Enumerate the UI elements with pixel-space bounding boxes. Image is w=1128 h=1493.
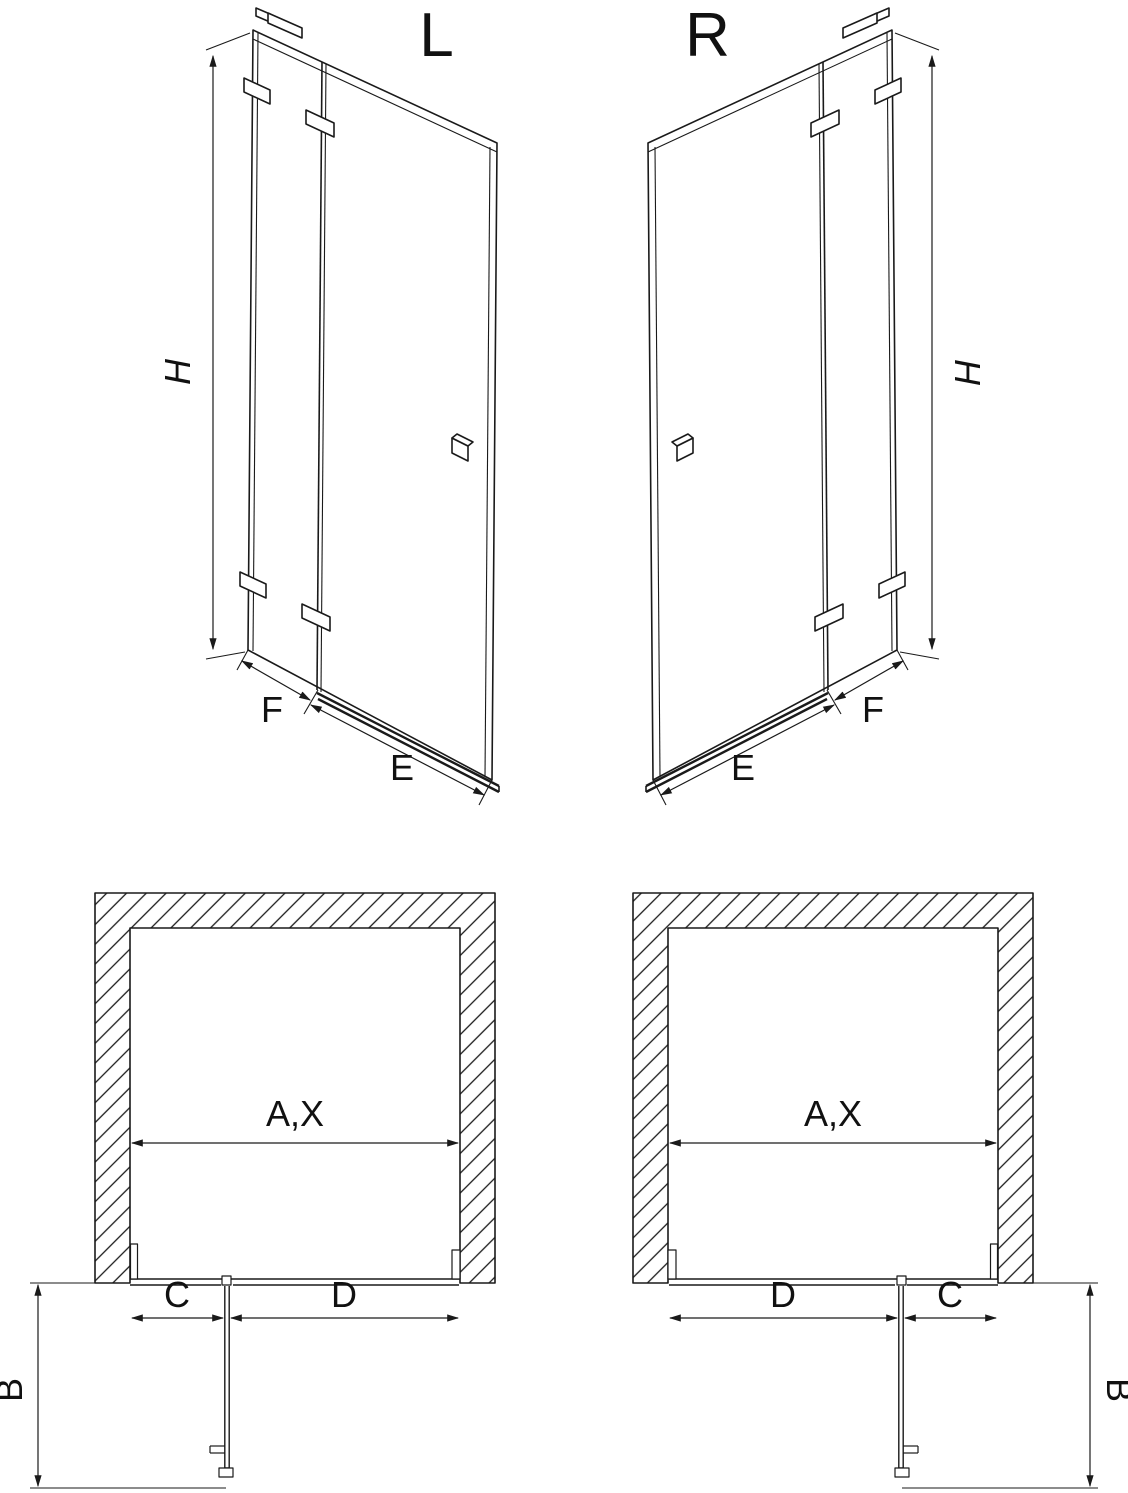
hatched-wall [632, 892, 1034, 1284]
open-door-panel [209, 1286, 234, 1478]
dim-label-d-right: D [770, 1274, 796, 1315]
variant-label-right: R [685, 1, 731, 70]
door-hinge [221, 1275, 232, 1286]
right-plan-view [632, 892, 1098, 1489]
door-handle [903, 1445, 919, 1454]
dim-label-height-left: H [157, 358, 198, 385]
door-foot-profile [894, 1467, 910, 1478]
open-door-panel [894, 1286, 919, 1478]
variant-label-left: L [419, 1, 454, 70]
wall-profile-left [129, 1243, 139, 1280]
left-plan-view [30, 892, 496, 1489]
wall-profile-left [667, 1249, 677, 1280]
dim-label-fixed-right: F [862, 689, 884, 730]
threshold-line [130, 1278, 459, 1286]
dim-label-opening-right: A,X [804, 1093, 862, 1134]
dim-label-door-right: E [731, 747, 755, 788]
dim-label-b-left: B [0, 1378, 30, 1402]
dim-label-opening-left: A,X [266, 1093, 324, 1134]
hatched-wall [94, 892, 496, 1284]
dim-label-d-left: D [331, 1274, 357, 1315]
wall-profile-right [451, 1249, 461, 1280]
labels: L R H F E H F E A,X C D B A,X D C B [0, 1, 1128, 1402]
door-hinge [896, 1275, 907, 1286]
dim-label-c-left: C [164, 1274, 190, 1315]
b-dimension-line [902, 1282, 1098, 1489]
door-handle [209, 1445, 225, 1454]
wall-profile-right [989, 1243, 999, 1280]
door-foot-profile [218, 1467, 234, 1478]
dim-label-b-right: B [1099, 1378, 1128, 1402]
dim-label-height-right: H [947, 359, 988, 386]
dim-label-fixed-left: F [261, 689, 283, 730]
b-dimension-line [30, 1282, 226, 1489]
dim-label-door-left: E [390, 747, 414, 788]
dim-label-c-right: C [937, 1274, 963, 1315]
threshold-line [669, 1278, 998, 1286]
